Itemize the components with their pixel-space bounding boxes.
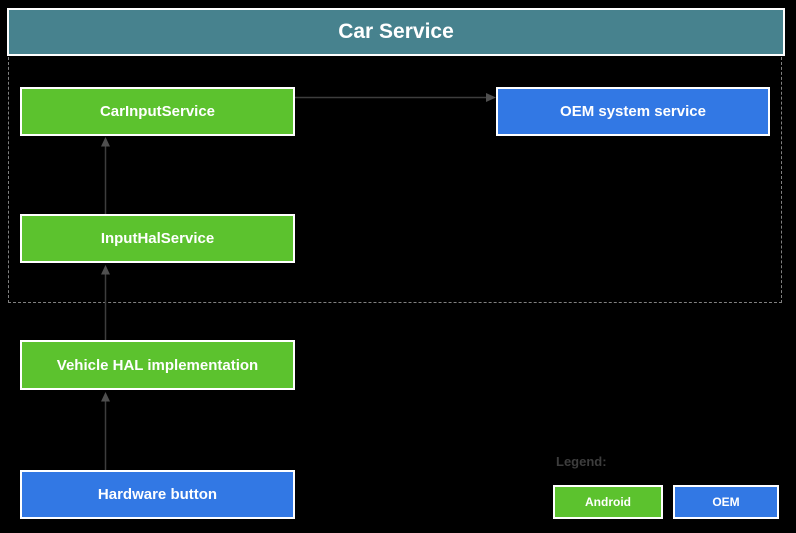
car-service-banner: Car Service [7,8,785,56]
legend-item-oem-label: OEM [712,495,740,509]
arrowhead-hwbutton-to-vehiclehal [101,392,110,402]
node-vehicle-hal-implementation: Vehicle HAL implementation [20,340,295,390]
legend-item-android: Android [553,485,663,519]
node-hardware-button-label: Hardware button [97,486,218,503]
node-oem-system-service-label: OEM system service [560,103,706,120]
node-car-input-service: CarInputService [20,87,295,136]
diagram-title: Car Service [338,20,454,43]
node-input-hal-service: InputHalService [20,214,295,263]
legend-item-android-label: Android [585,495,631,509]
node-vehicle-hal-implementation-label: Vehicle HAL implementation [56,356,259,374]
node-hardware-button: Hardware button [20,470,295,519]
node-oem-system-service: OEM system service [496,87,770,136]
legend-item-oem: OEM [673,485,779,519]
node-car-input-service-label: CarInputService [99,103,216,120]
car-service-boundary [8,57,782,303]
legend-label: Legend: [556,454,607,469]
node-input-hal-service-label: InputHalService [100,230,215,247]
